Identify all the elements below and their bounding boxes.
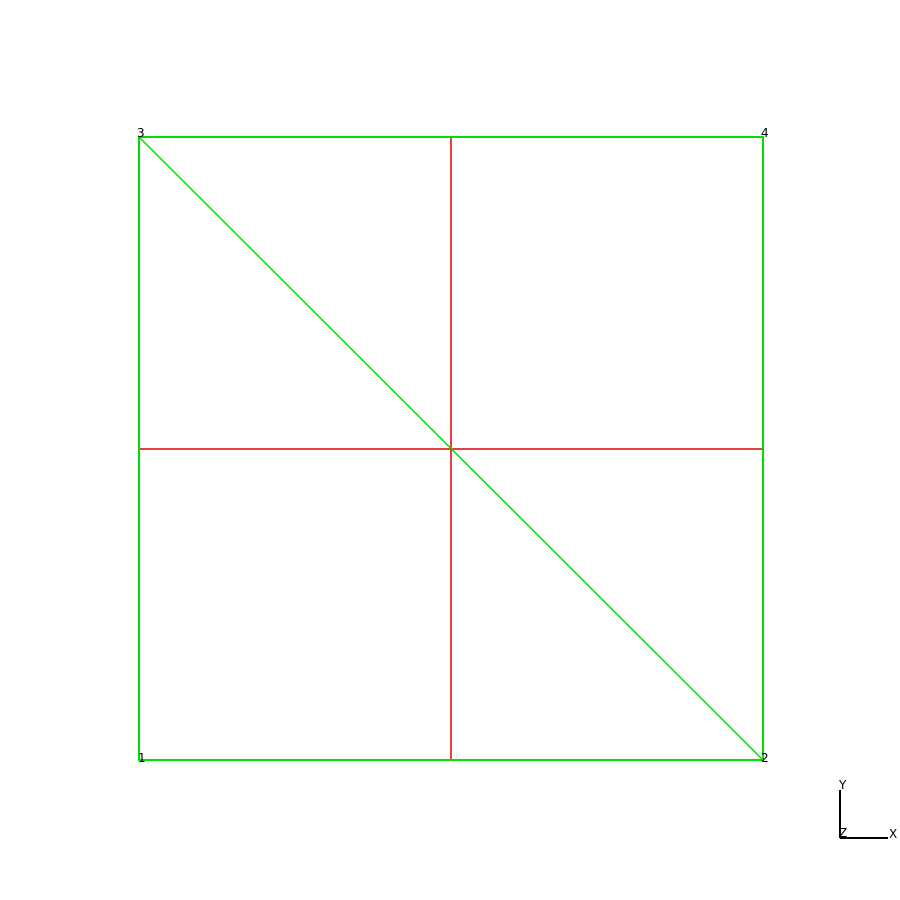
element-diagonal bbox=[138, 136, 764, 761]
node-label-2: 2 bbox=[761, 751, 769, 765]
z-axis-label: Z bbox=[839, 826, 847, 840]
element-boundary bbox=[138, 136, 764, 761]
node-label-1: 1 bbox=[138, 751, 146, 765]
axis-triad: Y X Z bbox=[838, 778, 897, 841]
node-label-3: 3 bbox=[137, 126, 145, 140]
y-axis-label: Y bbox=[838, 778, 847, 792]
node-label-4: 4 bbox=[761, 126, 769, 140]
x-axis-label: X bbox=[889, 827, 897, 841]
